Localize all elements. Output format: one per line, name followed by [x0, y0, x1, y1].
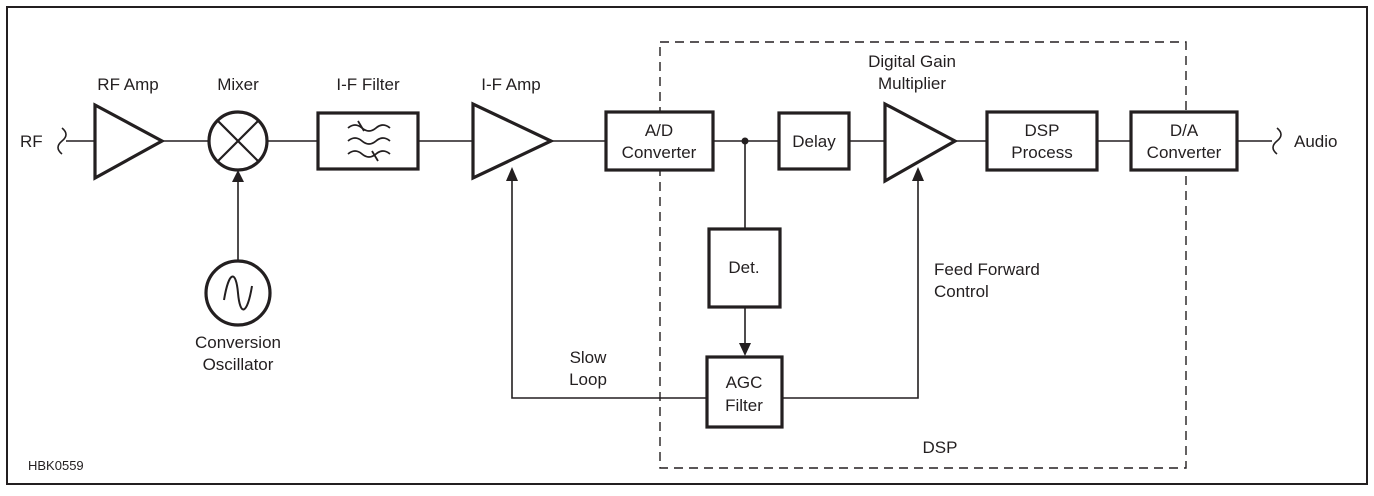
- slow-loop-label-line2: Loop: [569, 370, 607, 389]
- figure-id-label: HBK0559: [28, 458, 84, 473]
- ad-converter-label-line1: A/D: [645, 121, 673, 140]
- dsp-region-label: DSP: [923, 438, 958, 457]
- agc-filter-box: [705, 355, 784, 429]
- conversion-oscillator-label-line1: Conversion: [195, 333, 281, 352]
- agc-filter-label-line2: Filter: [725, 396, 763, 415]
- mixer-cross-icon-b: [217, 120, 259, 162]
- if-amp-label: I-F Amp: [481, 75, 541, 94]
- if-amp-triangle-icon: [471, 101, 555, 181]
- delay-label: Delay: [792, 132, 836, 151]
- if-filter-label: I-F Filter: [336, 75, 400, 94]
- da-converter-box: [1129, 110, 1239, 172]
- audio-output-label: Audio: [1294, 132, 1337, 151]
- ad-converter-box: [604, 110, 715, 172]
- mixer-label: Mixer: [217, 75, 259, 94]
- dsp-process-label-line1: DSP: [1025, 121, 1060, 140]
- figure-frame: [6, 6, 1368, 485]
- audio-output-terminal-icon: [1272, 127, 1282, 155]
- multiplier-triangle-icon: [883, 101, 959, 184]
- feed-forward-label-line2: Control: [934, 282, 989, 301]
- dsp-region-boundary: [659, 41, 1187, 469]
- dsp-process-label-line2: Process: [1011, 143, 1072, 162]
- detector-box: [707, 227, 782, 309]
- dsp-process-box: [985, 110, 1099, 172]
- ad-converter-label-line2: Converter: [622, 143, 697, 162]
- arrow-up-icon-feed-forward: [912, 167, 924, 181]
- wire-feed-forward: [782, 180, 919, 399]
- arrow-up-icon-slow-loop: [506, 167, 518, 181]
- rf-amp-triangle-icon: [93, 102, 166, 181]
- da-converter-label-line2: Converter: [1147, 143, 1222, 162]
- sine-wave-icon: [223, 275, 253, 311]
- arrow-down-icon: [739, 343, 751, 356]
- digital-gain-multiplier-label-line2: Multiplier: [878, 74, 946, 93]
- conversion-oscillator-label-line2: Oscillator: [203, 355, 274, 374]
- digital-gain-multiplier-label-line1: Digital Gain: [868, 52, 956, 71]
- wire-slow-loop: [511, 180, 707, 399]
- delay-box: [777, 111, 851, 171]
- rf-input-label: RF: [20, 132, 43, 151]
- arrow-up-icon: [232, 170, 244, 182]
- detector-label: Det.: [728, 258, 759, 277]
- rf-input-terminal-icon: [57, 127, 67, 155]
- rf-amp-label: RF Amp: [97, 75, 158, 94]
- if-filter-box: [316, 111, 420, 171]
- slow-loop-label-line1: Slow: [570, 348, 608, 367]
- bandpass-filter-icon: [347, 120, 391, 162]
- da-converter-label-line1: D/A: [1170, 121, 1199, 140]
- feed-forward-label-line1: Feed Forward: [934, 260, 1040, 279]
- agc-filter-label-line1: AGC: [726, 373, 763, 392]
